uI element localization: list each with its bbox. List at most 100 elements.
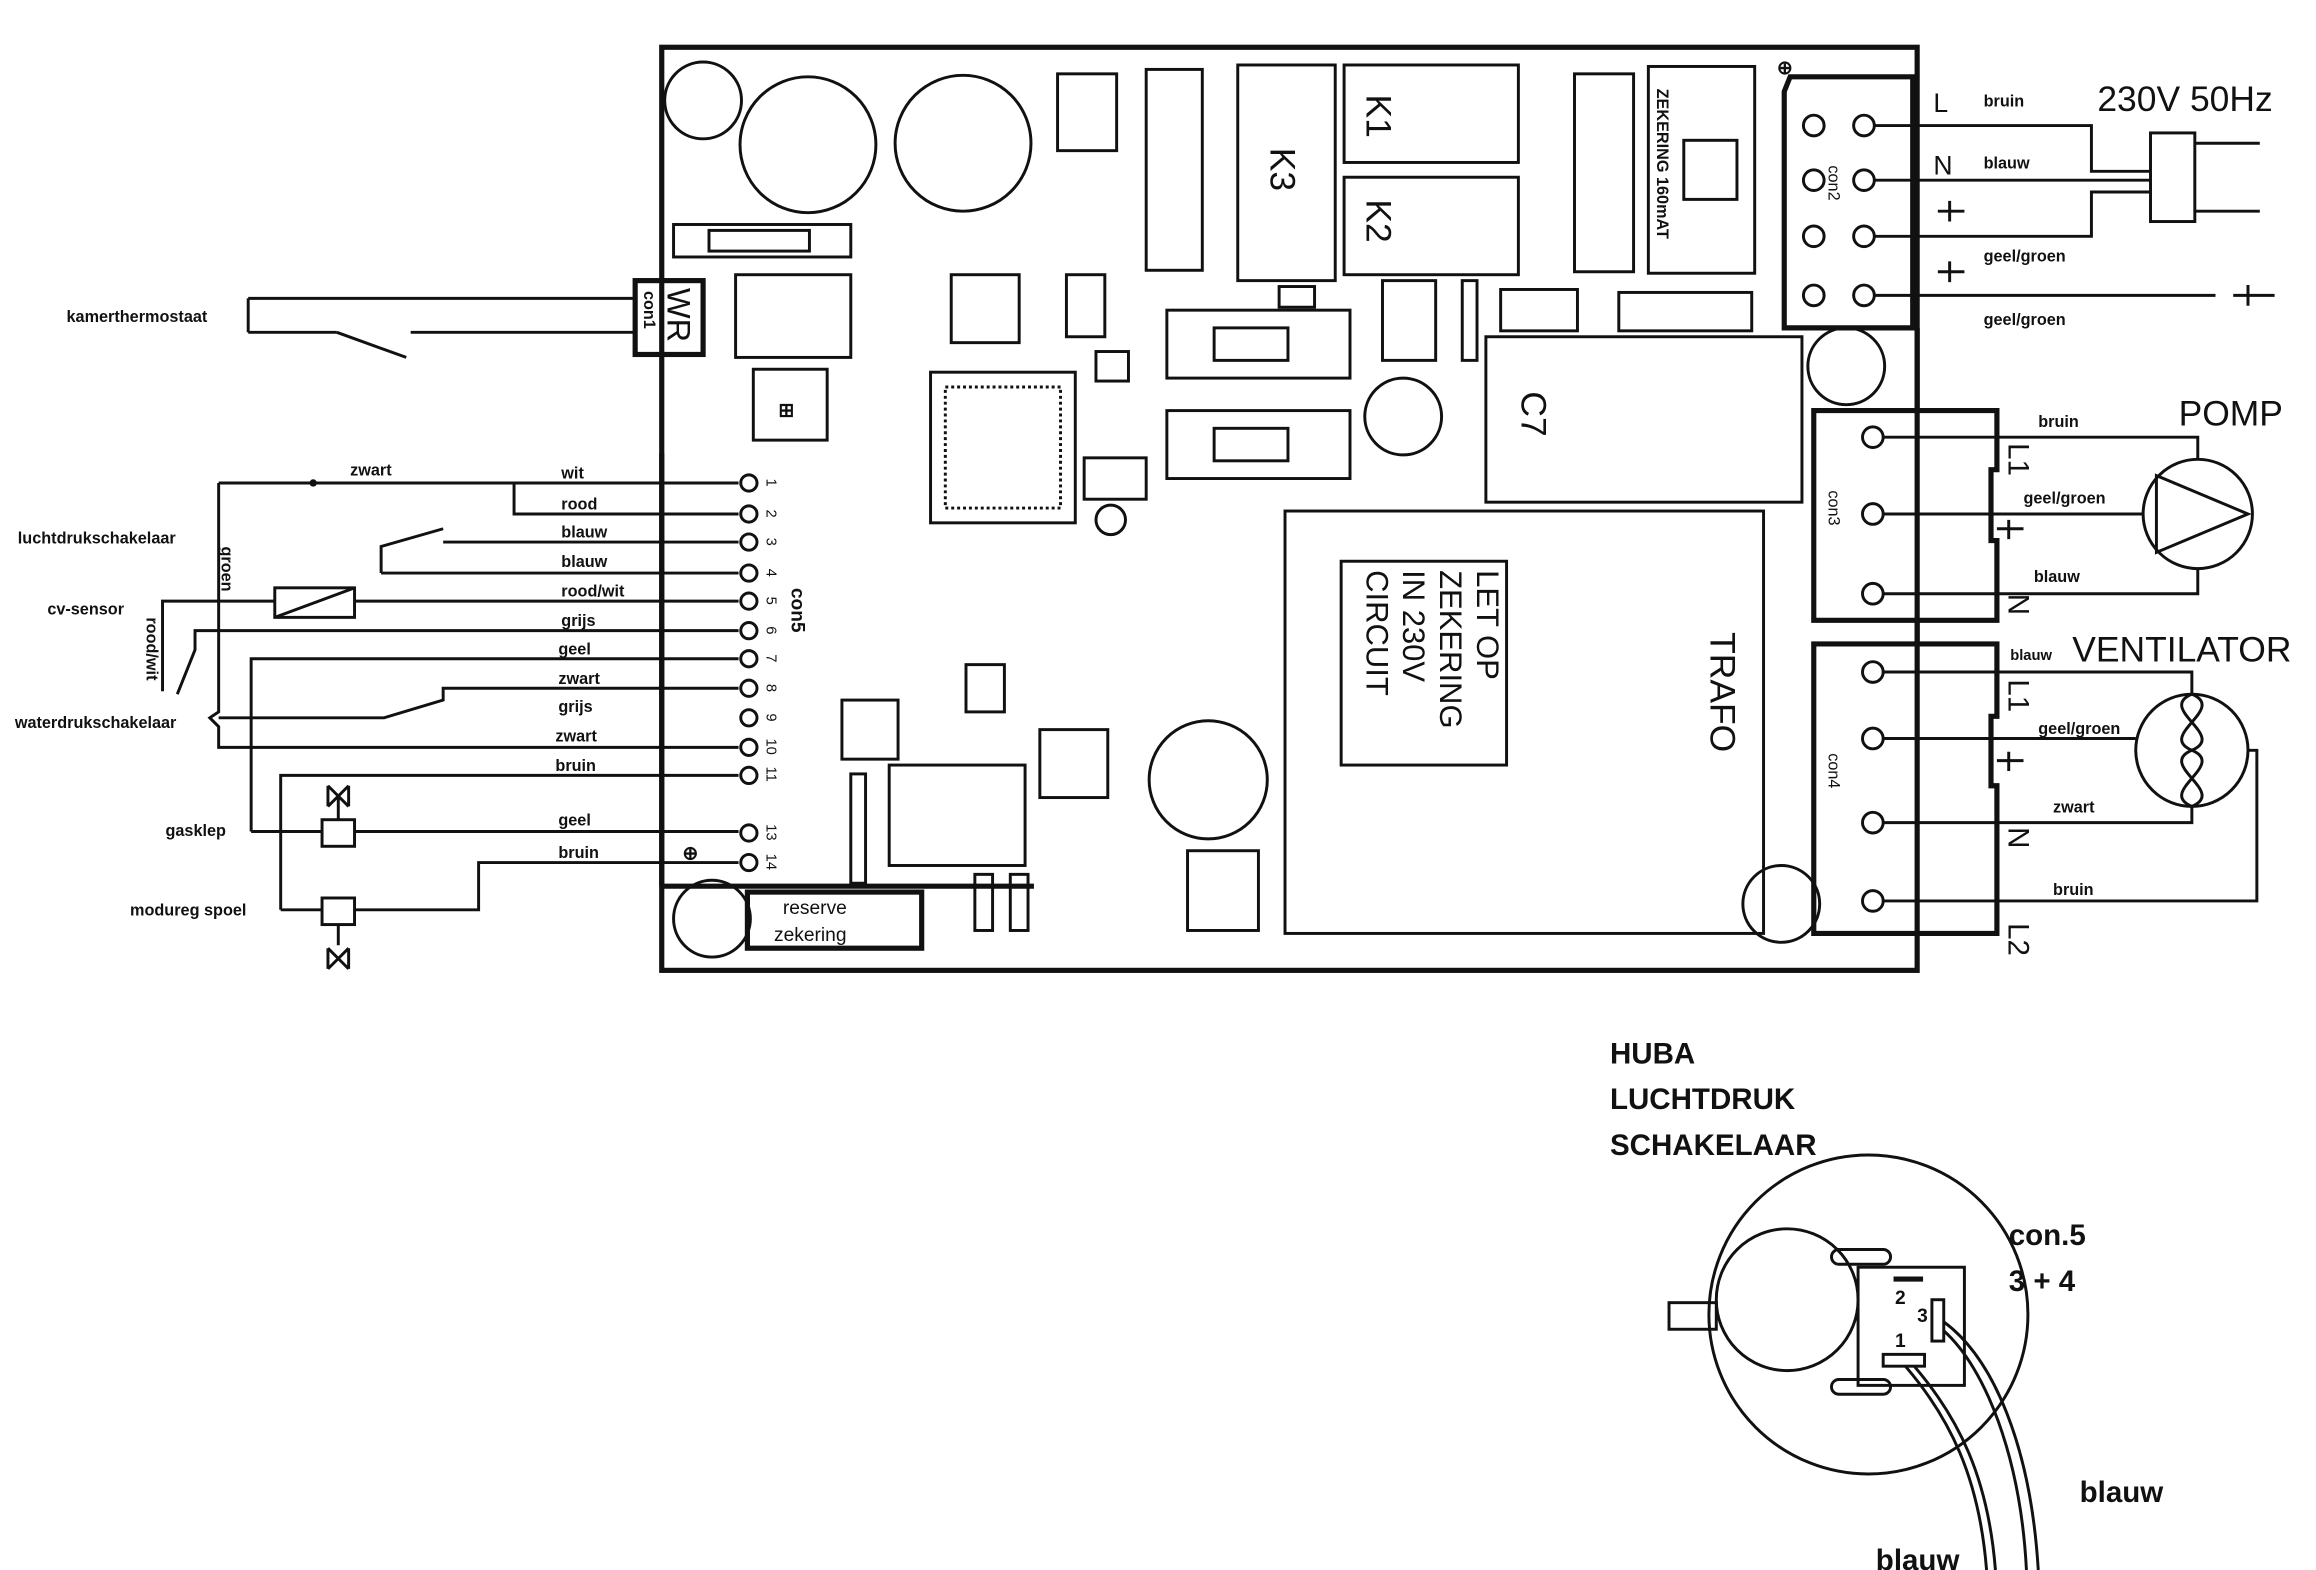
path-shape xyxy=(2180,692,2204,808)
rect-shape xyxy=(1082,456,1148,501)
circle-shape xyxy=(1861,889,1885,913)
label-con5-wires-0-color: wit xyxy=(560,465,584,483)
fuse-holder xyxy=(1646,64,1757,275)
relay-k2 xyxy=(1342,175,1520,277)
warning-box xyxy=(1339,559,1509,767)
path-shape xyxy=(161,599,739,692)
label-con5-wires-9-color: zwart xyxy=(555,727,597,745)
rect-shape xyxy=(1930,1298,1946,1343)
label-con5-wires-2-color: blauw xyxy=(561,524,607,542)
path-shape xyxy=(2154,473,2252,555)
label-con5-wires-10-color: bruin xyxy=(555,757,596,775)
circle-shape xyxy=(739,649,759,669)
path-shape xyxy=(1811,408,2000,623)
circle-shape xyxy=(1363,376,1444,457)
circle-shape xyxy=(739,852,759,873)
label-ventilator-wires-0: blauw xyxy=(2010,648,2052,664)
circle-shape xyxy=(739,765,759,785)
rect-shape xyxy=(320,896,357,927)
label-huba-wires-1: blauw xyxy=(1876,1544,1961,1570)
label-modureg-spoel: modureg spoel xyxy=(130,902,246,920)
path-shape xyxy=(1996,519,2024,540)
circle-shape xyxy=(739,532,759,552)
label-power-wires-3: geel/groen xyxy=(1984,311,2066,329)
con4-ventilator: con4 VENTILATOR blauw geel/groen zwart b… xyxy=(1811,620,2291,956)
path-shape xyxy=(1942,1320,2040,1570)
circle-shape xyxy=(309,479,317,487)
circle-shape xyxy=(739,563,759,583)
circle-shape xyxy=(1852,283,1876,308)
rect-shape xyxy=(1682,138,1739,201)
circle-shape xyxy=(672,878,752,959)
circle-shape xyxy=(1707,1153,2030,1476)
circle-shape xyxy=(739,737,759,757)
rect-shape xyxy=(964,663,1006,714)
label-con5-wires-6-color: geel xyxy=(558,640,591,658)
label-board-k1: K1 xyxy=(1358,95,1398,138)
circle-shape xyxy=(739,504,759,524)
rect-shape xyxy=(751,367,829,442)
path-shape xyxy=(175,629,739,695)
label-con5-wires-7-color: zwart xyxy=(558,670,600,688)
label-con5-wires-11-pin: 13 xyxy=(763,824,779,840)
label-huba-title-2: SCHAKELAAR xyxy=(1610,1129,1817,1162)
line-shape xyxy=(336,330,407,359)
circle-shape xyxy=(1801,168,1826,193)
label-con5-wires-11-color: geel xyxy=(558,812,591,830)
label-ventilator-wires-1: geel/groen xyxy=(2038,720,2120,738)
circle-shape xyxy=(663,60,743,141)
circle-shape xyxy=(1801,283,1826,308)
circle-shape xyxy=(1094,503,1127,537)
path-shape xyxy=(1904,1365,1997,1570)
label-board-con4: con4 xyxy=(1825,753,1843,788)
circle-shape xyxy=(739,591,759,611)
label-con5-wires-4-pin: 5 xyxy=(763,597,779,605)
relay-k1 xyxy=(1342,63,1520,164)
circle-shape xyxy=(1147,719,1269,841)
path-shape xyxy=(2194,141,2260,213)
label-ventilator-terminals-2: L2 xyxy=(2002,923,2035,956)
pump-icon xyxy=(2141,457,2254,571)
con5-terminal: con5 ⊕ wit rood blauw blauw rood/wit gri… xyxy=(555,465,808,873)
label-huba-pins-2: 3 xyxy=(1917,1306,1928,1327)
label-board-con3: con3 xyxy=(1825,490,1843,525)
circle-shape xyxy=(1801,224,1826,249)
label-con5-wires-2-pin: 3 xyxy=(763,538,779,546)
power-title: 230V 50Hz xyxy=(2097,79,2272,119)
path-shape xyxy=(1781,74,1916,331)
label-power-L: L xyxy=(1933,88,1948,118)
path-shape xyxy=(1874,124,2216,297)
rect-shape xyxy=(929,370,1077,525)
label-left_labels-zwart_top: zwart xyxy=(350,462,392,480)
path-shape xyxy=(1996,751,2024,771)
label-power-wires-2: geel/groen xyxy=(1984,247,2066,265)
rect-shape xyxy=(1381,279,1438,362)
label-pomp-wires-1: geel/groen xyxy=(2023,490,2105,508)
con1-connector xyxy=(632,278,706,358)
label-power-N: N xyxy=(1933,150,1952,180)
label-board-warning-2: IN 230V xyxy=(1396,570,1431,682)
label-ventilator-terminals-1: N xyxy=(2002,827,2035,848)
rect-shape xyxy=(1008,872,1030,932)
circle-shape xyxy=(893,73,1033,213)
label-con5-wires-5-pin: 6 xyxy=(763,626,779,634)
ground-symbol: ⊕ xyxy=(1777,58,1793,79)
path-shape xyxy=(280,861,739,912)
circle-shape xyxy=(739,823,759,843)
g-shape: wit rood blauw blauw rood/wit grijs geel… xyxy=(555,465,625,863)
g-shape: LET OP ZEKERING IN 230V CIRCUIT xyxy=(1359,570,1505,728)
label-pomp-wires-0: bruin xyxy=(2038,413,2079,431)
circle-shape xyxy=(1861,810,1885,835)
reserve-fuse xyxy=(744,889,925,951)
board-components: K3 K1 K2 ZEKERING 160mAT ⊕ con1 WR ⊞ xyxy=(632,58,1887,959)
rect-shape xyxy=(1212,326,1290,362)
circle-shape xyxy=(739,473,759,493)
label-luchtdrukschakelaar: luchtdrukschakelaar xyxy=(18,530,177,548)
label-power-wires-1: blauw xyxy=(1984,154,2030,172)
circle-shape xyxy=(739,708,759,728)
rect-shape xyxy=(1186,849,1260,932)
label-huba-title-0: HUBA xyxy=(1610,1037,1695,1070)
circle-shape xyxy=(1806,326,1887,407)
label-board-con2: con2 xyxy=(1825,165,1843,200)
label-board-reserve-1: zekering xyxy=(774,925,847,946)
